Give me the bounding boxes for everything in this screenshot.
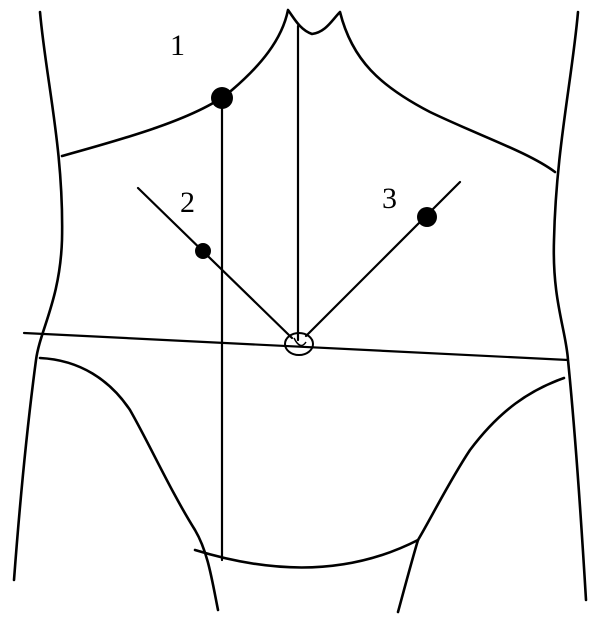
torso-left-contour bbox=[14, 12, 62, 580]
horizontal-umbilical-line bbox=[24, 333, 568, 360]
marker-2-label: 2 bbox=[180, 186, 195, 219]
marker-3-label: 3 bbox=[382, 182, 397, 215]
rib-cage-outline bbox=[62, 10, 555, 172]
navel-inner-mark bbox=[294, 338, 306, 345]
torso-right-contour bbox=[554, 12, 586, 600]
marker-1-label: 1 bbox=[170, 29, 185, 62]
left-groin-contour bbox=[40, 358, 218, 610]
marker-1-dot bbox=[211, 87, 233, 109]
right-groin-contour bbox=[398, 378, 564, 612]
marker-3-dot bbox=[417, 207, 437, 227]
diagonal-line-left bbox=[138, 188, 292, 338]
marker-2-dot bbox=[195, 243, 211, 259]
lower-abdomen-curve bbox=[195, 540, 418, 568]
